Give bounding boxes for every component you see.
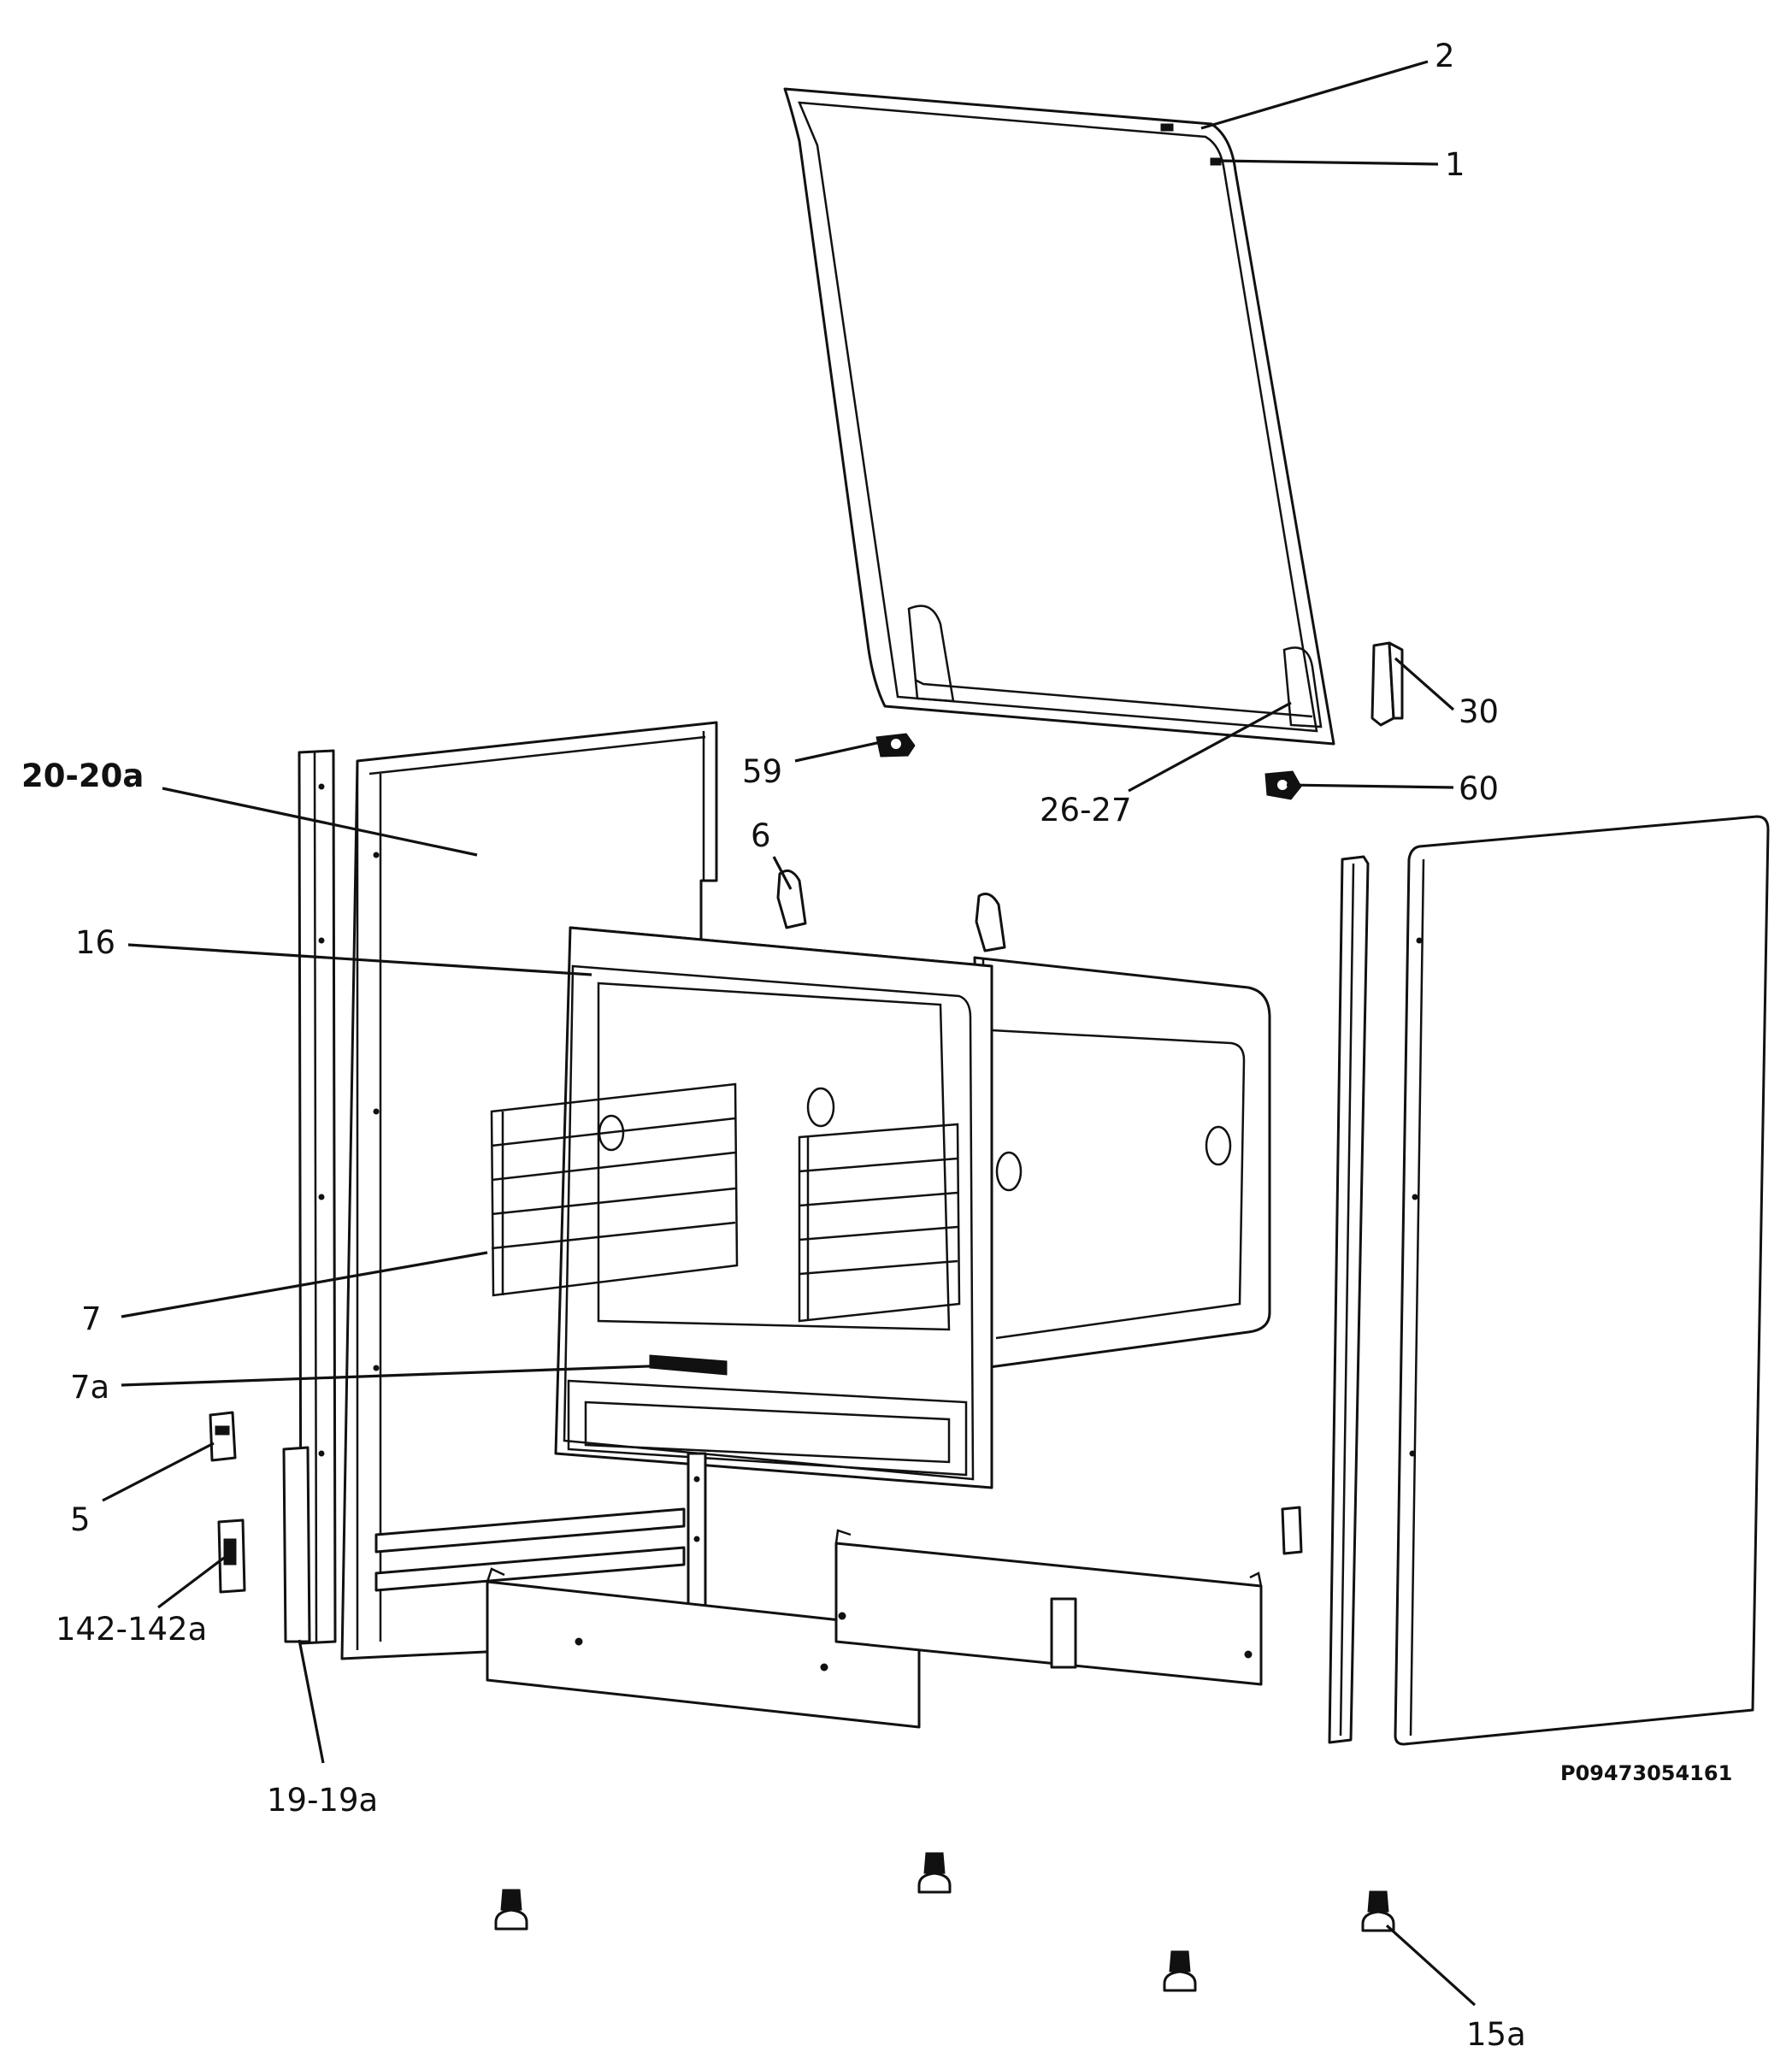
right-side-panel — [1394, 815, 1770, 1746]
leader-lines — [102, 60, 1477, 2007]
part-30-clip — [1371, 641, 1404, 727]
part-60-hinge — [1264, 770, 1302, 800]
callout-26-27: 26-27 — [1040, 792, 1132, 828]
callout-59: 59 — [742, 753, 782, 790]
callout-labels: 2 1 30 59 60 26-27 20-20a 6 16 7 7a 5 14… — [21, 38, 1732, 2052]
rear-strut — [687, 1452, 707, 1609]
callout-6: 6 — [751, 817, 771, 854]
callout-16: 16 — [75, 924, 115, 961]
adjustable-feet — [494, 1852, 1395, 1992]
callout-15a: 15a — [1466, 2016, 1526, 2052]
callout-5: 5 — [70, 1501, 91, 1538]
oven-rack-right — [798, 1123, 961, 1323]
callout-7: 7 — [81, 1300, 102, 1337]
callout-20-20a: 20-20a — [21, 758, 144, 794]
callout-1: 1 — [1445, 146, 1465, 183]
callout-2: 2 — [1435, 38, 1455, 74]
callout-60: 60 — [1459, 770, 1499, 807]
left-front-strip — [282, 749, 337, 1645]
right-small-clip — [1281, 1506, 1303, 1555]
part-5-clip — [209, 1411, 237, 1462]
part-6-brackets — [776, 869, 1006, 952]
front-kick-plate — [486, 1567, 921, 1729]
oven-cavity — [554, 926, 1271, 1489]
oven-rack-left — [490, 1082, 739, 1297]
part-59-hinge — [875, 733, 916, 758]
callout-7a: 7a — [70, 1369, 109, 1406]
callout-142-142a: 142-142a — [56, 1611, 207, 1648]
callout-19-19a: 19-19a — [267, 1782, 378, 1819]
right-front-strip — [1328, 855, 1370, 1744]
lower-rails — [374, 1507, 686, 1592]
callout-30: 30 — [1459, 693, 1499, 730]
part-142-switch — [217, 1518, 246, 1594]
drawing-code: P09473054161 — [1560, 1761, 1732, 1785]
top-lid-panel — [783, 87, 1335, 746]
rear-kick-plate — [834, 1529, 1263, 1686]
